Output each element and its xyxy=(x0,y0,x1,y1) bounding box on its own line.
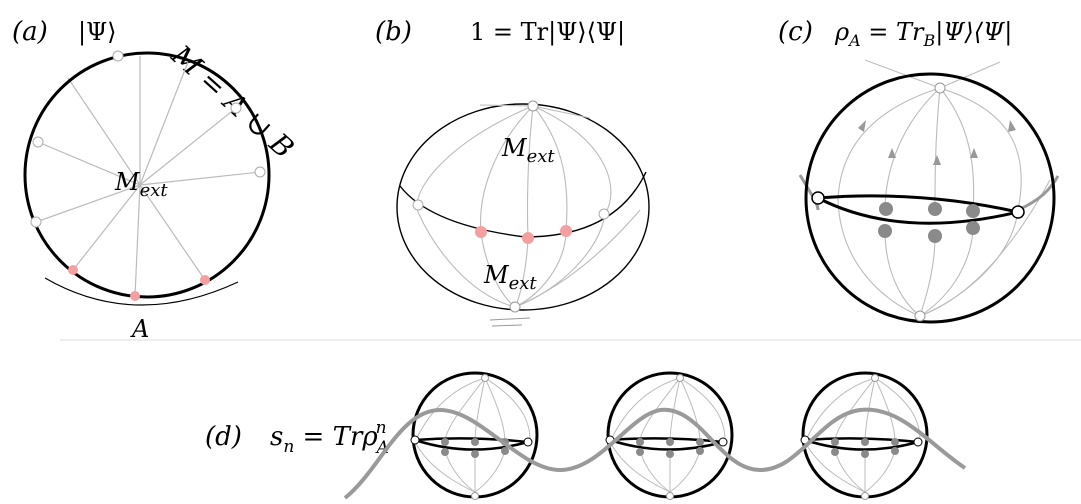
panel-d-sphere-3 xyxy=(800,371,929,500)
panel-a-boundary-points xyxy=(30,50,266,228)
panel-a-spokes xyxy=(35,56,261,297)
panel-a-region-label: A xyxy=(130,315,149,343)
panel-b-open-point xyxy=(412,199,424,211)
panel-b-open-point xyxy=(598,208,610,220)
panel-a-center-label: Mext xyxy=(114,168,168,201)
panel-c-bottom-point xyxy=(914,310,926,322)
panel-b-bottom-point xyxy=(509,301,521,313)
panel-b-top-label: Mext xyxy=(501,134,555,167)
panel-d-sphere-1 xyxy=(410,371,539,500)
panel-c-gray-dots xyxy=(878,202,980,243)
panel-a-red-markers xyxy=(68,265,210,301)
panel-a: (a) |Ψ⟩ M = A ∪ B xyxy=(12,17,300,343)
panel-c-sphere xyxy=(804,72,1056,324)
panel-c-tag: (c) xyxy=(778,17,813,47)
panel-c-top-point xyxy=(934,82,946,94)
panel-b-red-markers xyxy=(475,225,572,244)
panel-d-gluing-curve xyxy=(343,407,967,500)
panel-a-tag: (a) xyxy=(12,17,48,47)
panel-a-boundary-circle xyxy=(23,51,271,299)
panel-c-lower-cut xyxy=(817,196,1019,225)
panel-a-region-arc xyxy=(44,277,239,306)
panel-c-right-endpoint xyxy=(1011,205,1025,219)
panel-c-formula: ρA = TrB|Ψ⟩⟨Ψ| xyxy=(834,18,1012,50)
panel-c-upper-cut xyxy=(817,194,1019,214)
panel-c-curve-stub xyxy=(1017,175,1060,212)
panel-b: (b) 1 = Tr|Ψ⟩⟨Ψ| xyxy=(375,17,650,327)
panel-c-arrows xyxy=(858,120,1016,165)
panel-a-state: |Ψ⟩ xyxy=(78,18,117,47)
panel-d-tag: (d) xyxy=(205,422,242,452)
panel-b-bottom-label: Mext xyxy=(483,261,537,294)
panel-b-shadow-mark xyxy=(489,317,531,321)
panel-a-manifold-label: M = A ∪ B xyxy=(165,38,301,165)
panel-b-formula: 1 = Tr|Ψ⟩⟨Ψ| xyxy=(470,18,625,47)
panel-d-sphere-2 xyxy=(605,371,734,500)
panel-b-shadow-mark xyxy=(491,324,523,327)
panel-c: (c) ρA = TrB|Ψ⟩⟨Ψ| xyxy=(778,17,1060,324)
panel-c-left-endpoint xyxy=(811,191,825,205)
panel-b-sphere xyxy=(396,103,650,311)
panel-b-top-point xyxy=(527,100,539,112)
panel-b-meridians xyxy=(416,104,641,308)
panel-c-flow-lines xyxy=(837,59,1051,317)
panel-b-tag: (b) xyxy=(375,17,412,47)
